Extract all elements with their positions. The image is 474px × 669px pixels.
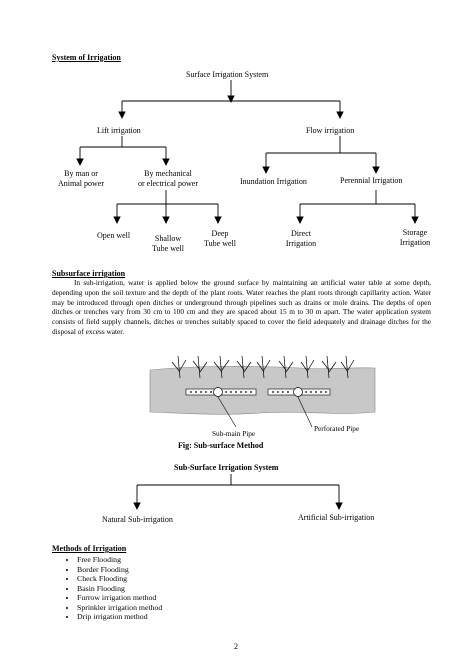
- label-perforated-pipe: Perforated Pipe: [314, 424, 360, 433]
- node-perennial-irrigation: Perennial Irrigation: [340, 176, 403, 185]
- perforated-pipes: [185, 387, 331, 397]
- node-storage-irrigation: Storage Irrigation: [399, 228, 431, 247]
- node-flow-irrigation: Flow irrigation: [306, 126, 355, 135]
- list-item: Basin Flooding: [77, 584, 162, 594]
- subsurface-paragraph: In sub-irrigation, water is applied belo…: [52, 278, 431, 336]
- list-item: Check Flooding: [77, 574, 162, 584]
- methods-list: Free Flooding Border Flooding Check Floo…: [52, 555, 162, 622]
- list-item: Drip irrigation method: [77, 612, 162, 622]
- soil-band: [149, 366, 376, 415]
- page-number: 2: [234, 642, 238, 651]
- node-deep-tube-well: Deep Tube well: [204, 229, 236, 248]
- label-sub-main-pipe: Sub-main Pipe: [212, 429, 256, 438]
- list-item: Border Flooding: [77, 565, 162, 575]
- figure-caption: Fig: Sub-surface Method: [178, 441, 264, 450]
- node-shallow-tube-well: Shallow Tube well: [152, 234, 184, 253]
- plants: [171, 355, 355, 379]
- section-heading-subsurface-irrigation: Subsurface irrigation: [52, 269, 126, 278]
- list-item: Free Flooding: [77, 555, 162, 565]
- node-inundation-irrigation: Inundation Irrigation: [240, 177, 307, 186]
- node-man-animal-power: By man or Animal power: [58, 169, 104, 188]
- section-heading-system-of-irrigation: System of Irrigation: [52, 53, 121, 62]
- node-lift-irrigation: Lift irrigation: [97, 126, 141, 135]
- node-artificial-sub-irrigation: Artificial Sub-irrigation: [298, 513, 375, 522]
- node-mechanical-power: By mechanical or electrical power: [138, 169, 198, 188]
- node-natural-sub-irrigation: Natural Sub-irrigation: [102, 515, 173, 524]
- list-item: Sprinkler irrigation method: [77, 603, 162, 613]
- subsurface-tree-root: Sub-Surface Irrigation System: [174, 463, 279, 472]
- node-direct-irrigation: Direct Irrigation: [285, 229, 317, 248]
- list-item: Furrow irrigation method: [77, 593, 162, 603]
- node-open-well: Open well: [97, 231, 131, 240]
- section-heading-methods-of-irrigation: Methods of Irrigation: [52, 544, 127, 553]
- node-surface-irrigation-system: Surface Irrigation System: [186, 70, 269, 79]
- leader-lines: [217, 396, 313, 428]
